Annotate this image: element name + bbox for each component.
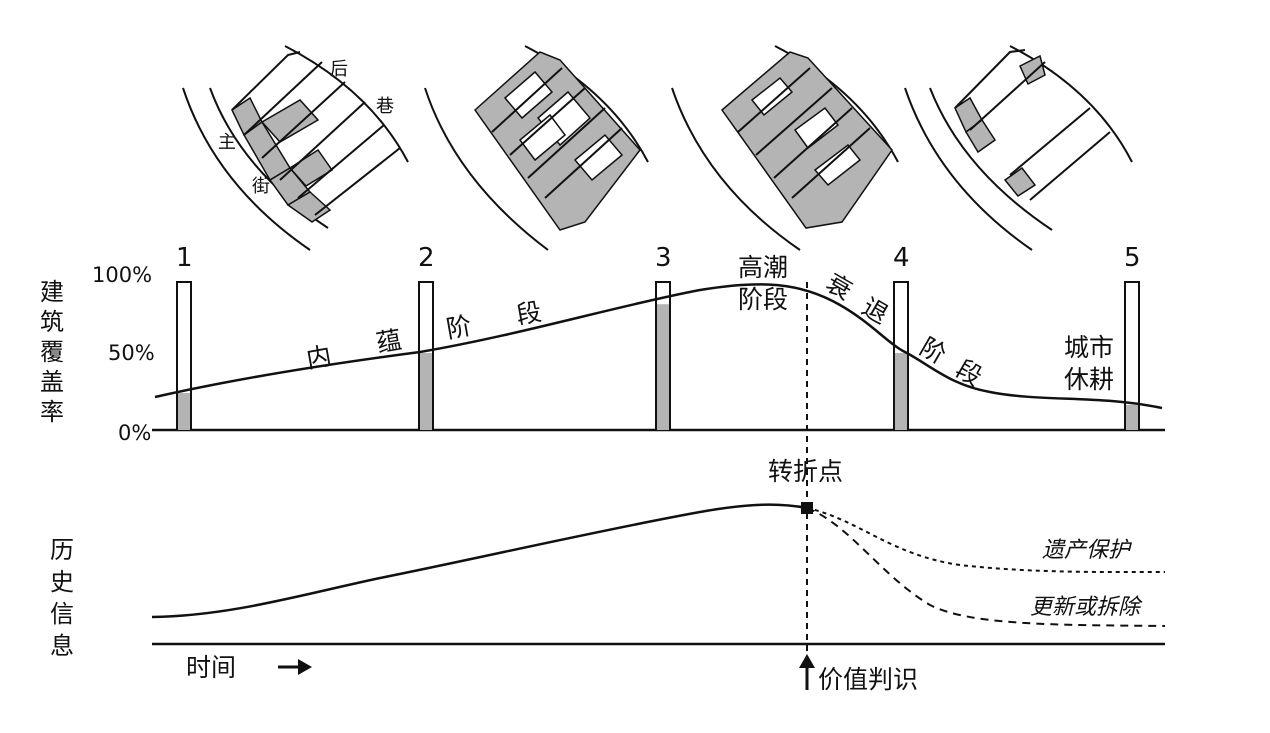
plot-sketch-2 [424,45,649,251]
street-label-back-2: 巷 [376,96,394,117]
outcome-renewal: 更新或拆除 [1030,595,1143,620]
snapshot-number-5: 5 [1124,243,1141,273]
history-label-char-4: 息 [50,632,74,660]
phase-incubation-char-3: 阶 [444,311,474,344]
snapshot-bar-fill-4 [895,353,907,430]
history-label-char-2: 史 [50,568,74,596]
coverage-label-char-1: 建 [40,278,64,306]
phase-decline-char-3: 阶 [915,332,951,370]
street-label-back-1: 后 [330,59,348,80]
coverage-label-char-4: 盖 [40,368,64,396]
history-label-char-1: 历 [50,536,74,564]
snapshot-bar-fill-3 [657,304,669,430]
history-axis-label: 历 史 信 息 [50,536,74,660]
history-curve [151,503,808,619]
snapshot-bar-fill-5 [1126,404,1138,430]
phase-decline-char-2: 退 [857,292,893,330]
tick-100: 100% [92,263,152,287]
phase-decline-char-4: 段 [951,354,987,392]
arrow-up-icon [799,654,815,690]
street-label-main-1: 主 [218,132,236,153]
plot-sketch-4 [904,45,1133,251]
coverage-label-char-5: 率 [40,398,64,426]
plot-sketch-1: 主 街 后 巷 [182,45,409,251]
snapshot-number-4: 4 [893,243,910,273]
renewal-branch [806,507,1166,627]
phase-peak-line-2: 阶段 [738,285,788,314]
outcome-heritage: 遗产保护 [1042,538,1133,563]
snapshot-number-1: 1 [176,243,193,273]
value-judgment-label: 价值判识 [818,665,918,694]
phase-peak-line-1: 高潮 [738,253,788,282]
coverage-curve [154,283,1163,410]
snapshot-number-3: 3 [655,243,672,273]
phase-decline-char-1: 衰 [821,268,857,306]
coverage-label-char-3: 覆 [40,338,64,366]
phase-incubation-char-4: 段 [514,297,544,330]
phase-fallow-line-1: 城市 [1064,333,1114,362]
snapshot-bar-fill-2 [420,353,432,430]
arrow-right-icon [278,659,312,675]
phase-incubation-char-1: 内 [304,341,334,374]
plot-sketch-3 [671,45,899,251]
history-label-char-3: 信 [50,600,74,628]
tick-50: 50% [108,341,155,365]
time-label: 时间 [186,653,236,682]
coverage-label-char-2: 筑 [40,308,64,336]
street-label-main-2: 街 [252,176,270,197]
phase-fallow-line-2: 休耕 [1064,365,1114,394]
turning-point-label: 转折点 [768,457,843,486]
snapshot-bar-fill-1 [178,393,190,430]
heritage-branch [806,507,1166,574]
phase-incubation-char-2: 蕴 [374,325,404,358]
coverage-axis-label: 建 筑 覆 盖 率 [40,278,64,426]
tick-0: 0% [118,421,151,445]
turning-point-marker [801,502,813,514]
snapshot-number-2: 2 [418,243,435,273]
